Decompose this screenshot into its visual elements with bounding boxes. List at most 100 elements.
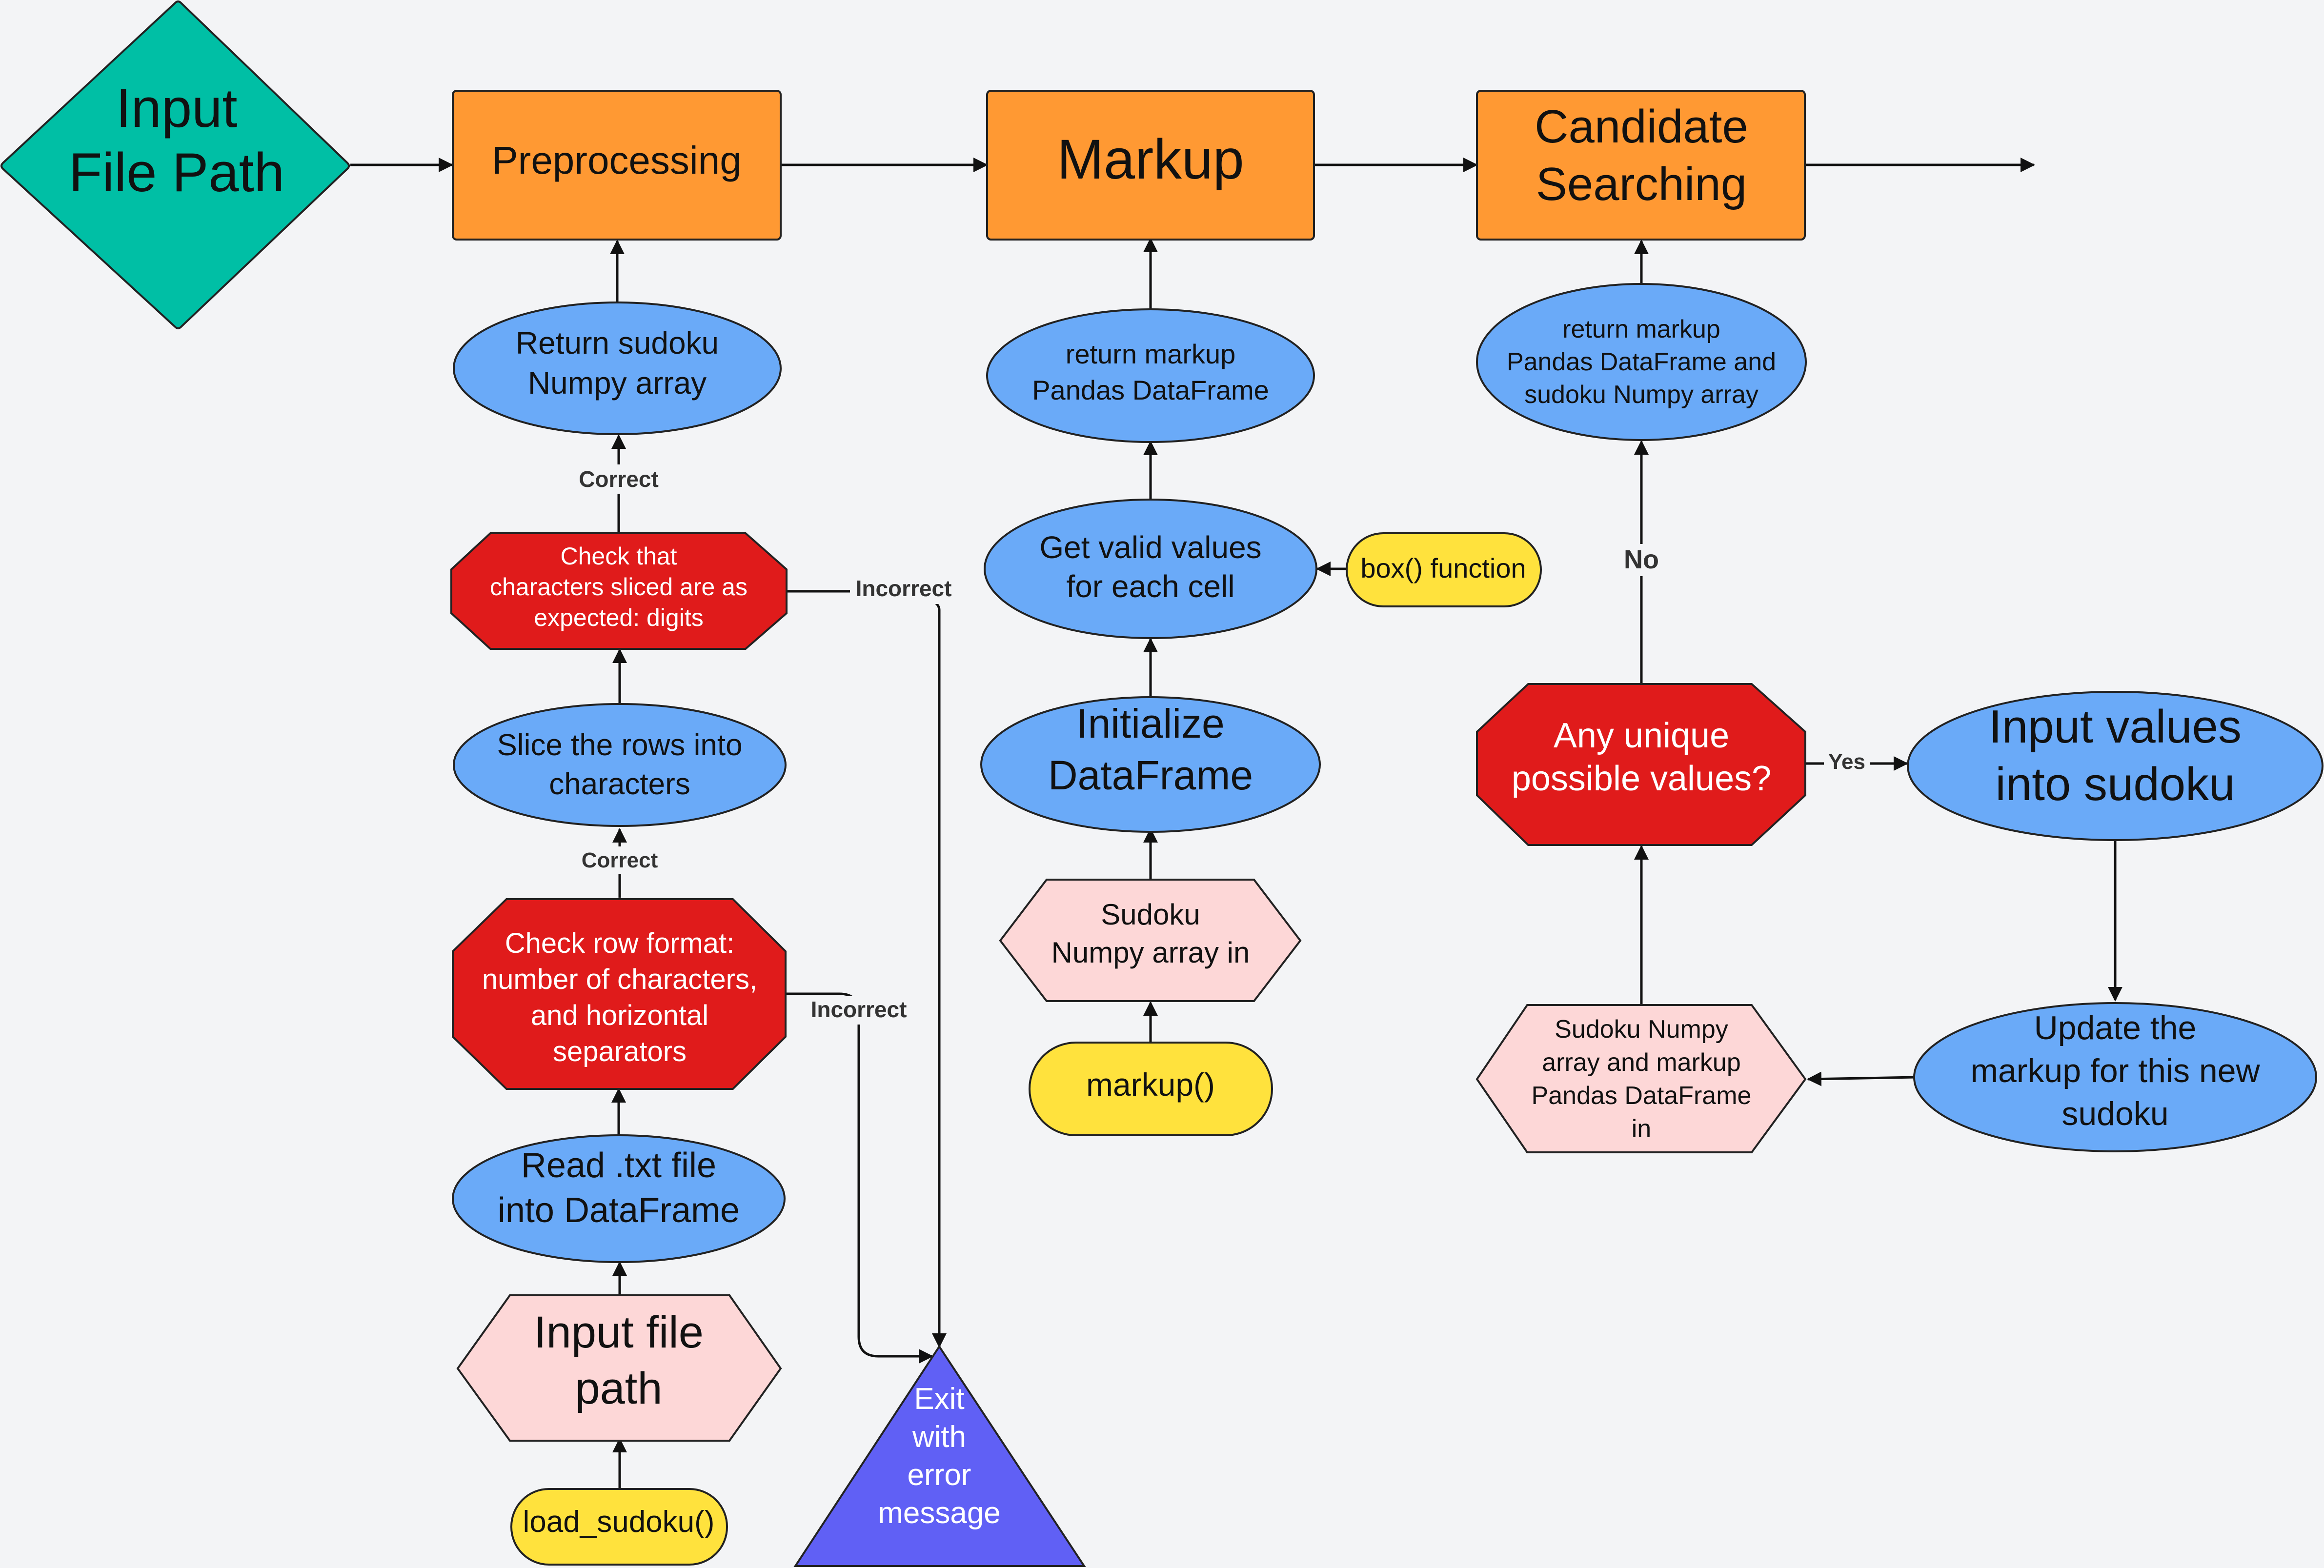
edge-label-yes: Yes xyxy=(1828,750,1865,774)
edge-label-correct-top: Correct xyxy=(579,466,659,492)
no-bg xyxy=(1619,544,1664,576)
box-function-label-line: box() function xyxy=(1360,553,1526,583)
input-values-label-line: Input values xyxy=(1989,701,2242,753)
markup-label-line: Markup xyxy=(1057,128,1244,191)
get-valid-values-ellipse xyxy=(984,499,1317,639)
input-file-path-hexagon xyxy=(456,1294,782,1442)
read-txt-label-line: into DataFrame xyxy=(498,1191,740,1230)
slice-rows-ellipse xyxy=(453,703,787,827)
sudoku-markup-in-label-line: array and markup xyxy=(1542,1048,1741,1077)
input-file-path-diamond-label-line: File Path xyxy=(69,142,284,203)
edge-label-no: No xyxy=(1624,545,1659,574)
return-sudoku-numpy-ellipse xyxy=(453,302,782,435)
incorrect-bottom-bg xyxy=(805,996,912,1025)
any-unique-octagon xyxy=(1476,683,1806,846)
exit-error-triangle xyxy=(793,1345,1086,1567)
edge-label-correct-bottom: Correct xyxy=(582,848,658,872)
initialize-df-label-line: Initialize xyxy=(1076,701,1224,746)
correct-bottom-bg xyxy=(572,846,667,874)
edge-update-to-sudoku-markup-in xyxy=(1807,1071,1916,1086)
check-row-format-label-line: Check row format: xyxy=(505,927,735,959)
box-function-label: box() function xyxy=(1360,553,1526,583)
return-markup-numpy-label-line: Pandas DataFrame and xyxy=(1507,348,1776,376)
return-sudoku-numpy-label-line: Return sudoku xyxy=(516,325,719,361)
return-markup-df-ellipse xyxy=(986,308,1315,443)
update-markup-label-line: sudoku xyxy=(2061,1095,2168,1132)
input-file-path-diamond-label-line: Input xyxy=(116,78,237,139)
sudoku-markup-in-label-line: in xyxy=(1632,1115,1651,1143)
load-sudoku-label-line: load_sudoku() xyxy=(523,1505,715,1539)
box-function-terminal xyxy=(1346,532,1542,607)
input-values-label-line: into sudoku xyxy=(1995,758,2235,810)
preprocessing-label-line: Preprocessing xyxy=(492,139,741,182)
return-markup-numpy-ellipse xyxy=(1476,283,1807,441)
slice-rows-label: Slice the rows into characters xyxy=(497,728,742,801)
update-markup-ellipse xyxy=(1913,1002,2317,1152)
slice-rows-label-line: Slice the rows into xyxy=(497,728,742,762)
markup-fn-label: markup() xyxy=(1086,1066,1215,1103)
sudoku-markup-in-label-line: Pandas DataFrame xyxy=(1532,1082,1752,1110)
check-row-format-label-line: number of characters, xyxy=(482,964,757,995)
return-markup-df-label-line: Pandas DataFrame xyxy=(1032,375,1269,405)
exit-error-label-line: with xyxy=(912,1420,966,1454)
input-file-path-diamond xyxy=(0,0,350,329)
candidate-searching-label-line: Searching xyxy=(1536,158,1747,210)
input-file-path-hex-label-line: Input file xyxy=(534,1307,704,1357)
slice-rows-label-line: characters xyxy=(549,767,690,801)
check-characters-label-line: characters sliced are as xyxy=(490,573,748,601)
input-file-path-hex-label-line: path xyxy=(575,1364,662,1413)
yes-bg xyxy=(1824,749,1870,774)
check-row-format-label: Check row format: number of characters, an… xyxy=(482,927,757,1067)
return-markup-df-label-line: return markup xyxy=(1066,339,1236,369)
edge-check-row-incorrect xyxy=(787,992,933,1364)
any-unique-label-line: Any unique xyxy=(1554,716,1729,755)
sudoku-markup-in-hexagon xyxy=(1475,1004,1807,1153)
initialize-df-ellipse xyxy=(980,696,1321,833)
correct-top-bg xyxy=(571,464,667,494)
read-txt-ellipse xyxy=(452,1134,786,1263)
check-row-format-octagon xyxy=(452,898,787,1090)
check-characters-octagon xyxy=(450,532,788,650)
markup-fn-label-line: markup() xyxy=(1086,1066,1215,1103)
candidate-searching-box xyxy=(1476,90,1806,241)
update-markup-label-line: Update the xyxy=(2034,1009,2197,1046)
markup-box xyxy=(986,90,1315,241)
edge-label-incorrect-bottom: Incorrect xyxy=(811,997,907,1022)
edge-labels: Correct Correct Incorrect Incorrect No Y… xyxy=(571,464,1870,1025)
load-sudoku-terminal xyxy=(510,1488,728,1566)
any-unique-label-line: possible values? xyxy=(1512,759,1771,798)
get-valid-values-label-line: Get valid values xyxy=(1039,530,1261,565)
read-txt-label-line: Read .txt file xyxy=(521,1146,716,1185)
check-characters-label-line: expected: digits xyxy=(534,604,703,631)
preprocessing-box xyxy=(452,90,782,241)
incorrect-top-bg xyxy=(850,576,958,604)
return-markup-numpy-label-line: sudoku Numpy array xyxy=(1524,381,1758,409)
exit-error-label-line: message xyxy=(878,1496,1001,1530)
sudoku-markup-in-label-line: Sudoku Numpy xyxy=(1555,1015,1728,1044)
return-sudoku-numpy-label-line: Numpy array xyxy=(528,365,707,401)
check-row-format-label-line: and horizontal xyxy=(531,1000,708,1031)
return-markup-numpy-label-line: return markup xyxy=(1562,315,1720,343)
sudoku-numpy-in-label-line: Sudoku xyxy=(1101,898,1200,931)
input-values-ellipse xyxy=(1907,691,2324,841)
sudoku-numpy-in-label-line: Numpy array in xyxy=(1051,936,1250,969)
check-row-format-label-line: separators xyxy=(553,1036,687,1067)
candidate-searching-label-line: Candidate xyxy=(1535,101,1748,153)
edge-label-incorrect-top: Incorrect xyxy=(856,576,952,601)
markup-fn-terminal xyxy=(1029,1042,1273,1136)
initialize-df-label-line: DataFrame xyxy=(1048,752,1253,798)
